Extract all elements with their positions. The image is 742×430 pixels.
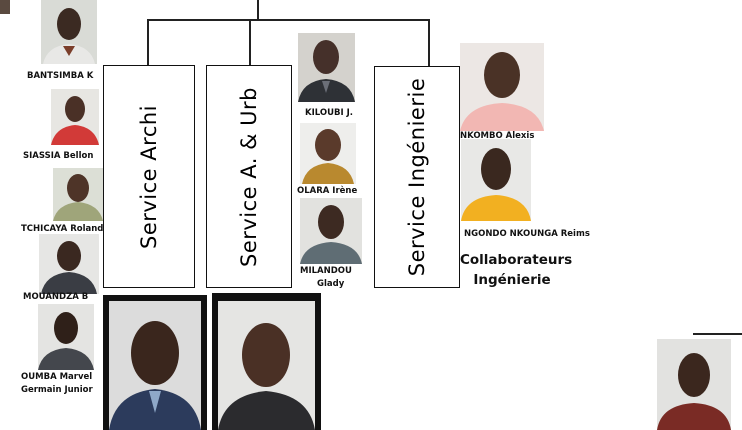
caption-oumba-line1: OUMBA Marvel: [21, 372, 93, 382]
photo-kiloubi: [298, 33, 355, 102]
caption-olara: OLARA Irène: [297, 186, 358, 196]
photo-oumba: [38, 304, 94, 370]
caption-nkombo: NKOMBO Alexis: [460, 131, 535, 141]
collaborators-line2: Ingénierie: [473, 272, 551, 288]
photo-nkombo: [460, 43, 544, 131]
caption-mouandza: MOUANDZA B: [23, 292, 89, 302]
top-connector-stem: [257, 0, 259, 20]
service-aurb-box: Service A. & Urb: [206, 65, 292, 288]
collaborators-line1: Collaborateurs: [460, 252, 573, 268]
framed-photo-aurb-head: [212, 293, 321, 430]
connector-aurb: [249, 19, 251, 65]
framed-photo-archi-head: [103, 295, 207, 430]
photo-milandou: [300, 198, 362, 264]
service-archi-label: Service Archi: [137, 104, 161, 249]
caption-kiloubi: KILOUBI J.: [305, 108, 353, 118]
photo-mouandza: [39, 234, 99, 294]
right-connector-fragment: [693, 333, 742, 335]
photo-corner-partial: [0, 0, 10, 14]
connector-ing: [428, 19, 430, 66]
service-ing-box: Service Ingénierie: [374, 66, 460, 288]
caption-tchicaya: TCHICAYA Roland: [21, 224, 104, 234]
caption-bantsimba: BANTSIMBA K: [27, 71, 94, 81]
caption-siassia: SIASSIA Bellon: [23, 151, 94, 161]
caption-ngondo: NGONDO NKOUNGA Reims: [464, 229, 590, 239]
service-ing-label: Service Ingénierie: [405, 77, 429, 277]
photo-siassia: [51, 89, 99, 145]
connector-archi: [147, 19, 149, 65]
photo-bantsimba: [41, 0, 97, 64]
caption-oumba-line2: Germain Junior: [21, 385, 93, 395]
caption-milandou-line2: Glady: [317, 279, 345, 289]
photo-ngondo: [461, 139, 531, 221]
photo-archi-head: [109, 301, 201, 430]
caption-milandou-line1: MILANDOU: [300, 266, 352, 276]
photo-tchicaya: [53, 168, 103, 221]
collaborators-ingenierie-label: Collaborateurs Ingénierie: [460, 250, 573, 290]
service-archi-box: Service Archi: [103, 65, 195, 288]
photo-aurb-head: [218, 301, 315, 430]
photo-olara: [300, 123, 356, 184]
top-connector-bar: [147, 19, 429, 21]
service-aurb-label: Service A. & Urb: [237, 86, 261, 267]
photo-bottom-right: [657, 339, 731, 430]
